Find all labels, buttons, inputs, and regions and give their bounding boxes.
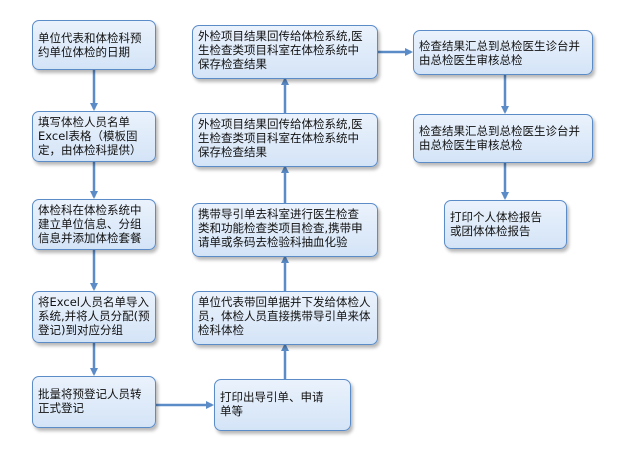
step-12-box: 检查结果汇总到总检医生诊台并 由总检医生审核总检 <box>413 114 593 163</box>
step-13-box: 打印个人体检报告 或团体体检报告 <box>444 200 567 249</box>
step-9-box: 外检项目结果回传给体检系统,医 生检查类项目科室在体检系统中 保存检查结果 <box>192 113 378 167</box>
step-4-box: 将Excel人员名单导入 系统,并将人员分配(预 登记)到对应分组 <box>32 291 156 343</box>
step-8-box: 携带导引单去科室进行医生检查 类和功能检查类项目检查,携带申 请单或条码去检验科… <box>192 203 378 257</box>
step-10-box: 外检项目结果回传给体检系统,医 生检查类项目科室在体检系统中 保存检查结果 <box>192 25 378 79</box>
step-6-box: 打印出导引单、申请 单等 <box>214 379 351 431</box>
step-5-box: 批量将预登记人员转 正式登记 <box>32 376 156 428</box>
step-1-box: 单位代表和体检科预 约单位体检的日期 <box>32 20 156 70</box>
step-3-box: 体检科在体检系统中 建立单位信息、分组 信息并添加体检套餐 <box>32 199 156 250</box>
step-2-box: 填写体检人员名单 Excel表格（模板固 定，由体检科提供） <box>32 111 156 162</box>
step-7-box: 单位代表带回单据并下发给体检人 员，体检人员直接携带导引单来体 检科体检 <box>192 291 378 345</box>
step-11-box: 检查结果汇总到总检医生诊台并 由总检医生审核总检 <box>413 30 593 75</box>
